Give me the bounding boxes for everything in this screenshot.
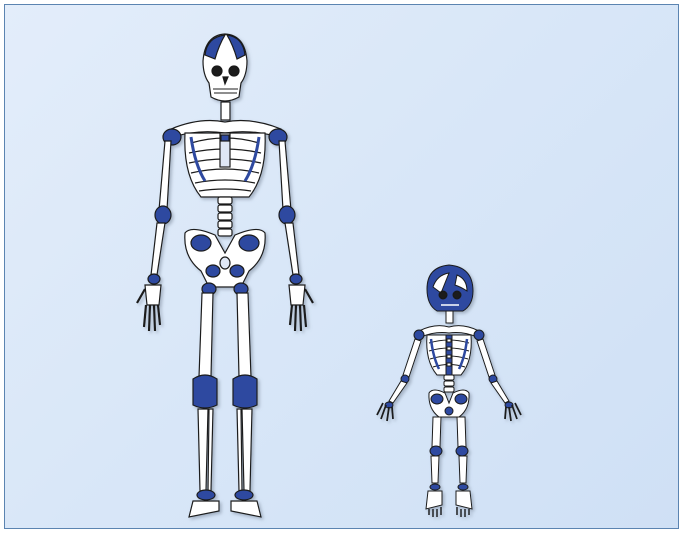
- adult-arm-right: [279, 141, 313, 331]
- infant-leg-right: [456, 417, 472, 517]
- infant-skull: [427, 265, 473, 311]
- skeleton-illustration: [5, 5, 679, 529]
- infant-cervical-spine: [446, 311, 453, 323]
- adult-lumbar-spine: [218, 197, 232, 236]
- adult-skull: [203, 34, 247, 101]
- infant-pelvis: [429, 390, 469, 417]
- infant-ribcage: [427, 335, 472, 375]
- adult-leg-right: [231, 283, 261, 517]
- adult-cervical-spine: [221, 102, 230, 120]
- infant-shoulder-left: [414, 330, 424, 340]
- infant-skeleton: [377, 265, 521, 517]
- infant-lumbar-spine: [444, 375, 454, 392]
- adult-skeleton: [137, 34, 313, 517]
- infant-arm-left: [377, 339, 421, 421]
- adult-arm-left: [137, 141, 171, 331]
- infant-leg-left: [426, 417, 442, 517]
- adult-leg-left: [189, 283, 219, 517]
- infant-shoulder-right: [474, 330, 484, 340]
- adult-pelvis: [185, 229, 265, 287]
- adult-ribcage: [185, 133, 265, 197]
- infant-arm-right: [477, 339, 521, 421]
- figure-panel: [4, 4, 679, 529]
